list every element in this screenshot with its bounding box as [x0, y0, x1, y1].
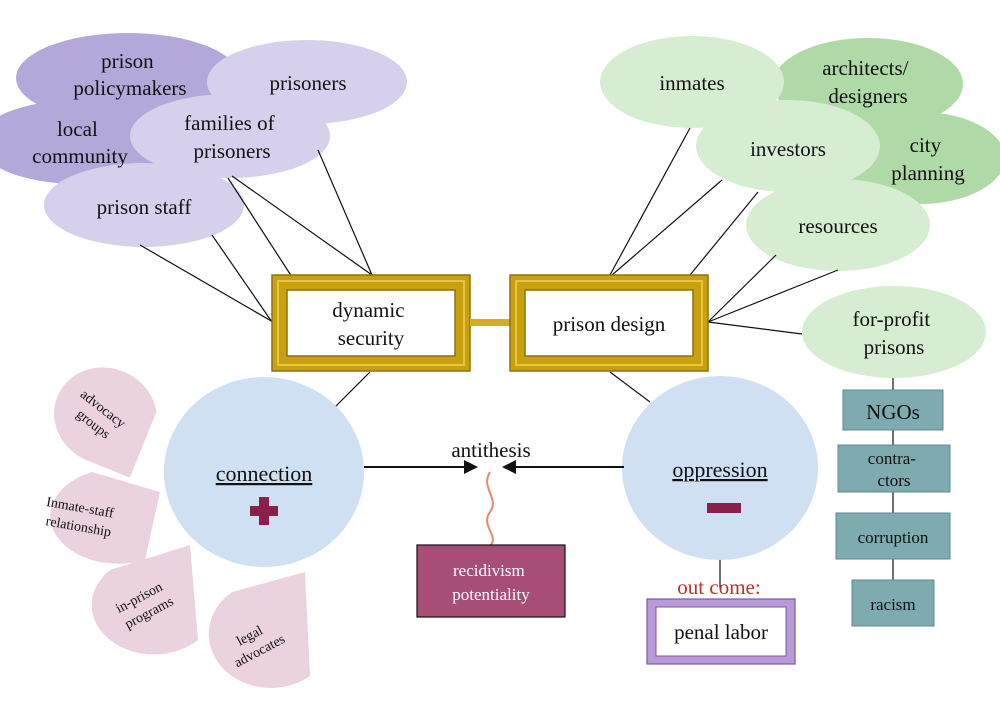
connection-circle: [164, 377, 364, 567]
architects-label: architects/ designers: [822, 56, 914, 108]
city-planning-label: city planning: [891, 133, 965, 185]
recidivism-box: [416, 544, 566, 618]
policymakers-line-1: prison: [101, 49, 154, 73]
connector-families-dynamic-a: [227, 177, 293, 278]
contractors-line-1: contra-: [868, 449, 916, 468]
racism-label: racism: [870, 595, 915, 614]
prison-design-box: prison design: [509, 274, 709, 372]
for-profit-label: for-profit prisons: [853, 307, 936, 359]
petals: [50, 367, 310, 688]
connector-inmates-design: [609, 127, 691, 276]
penal-labor-label: penal labor: [674, 620, 768, 644]
stakeholder-connectors: [139, 127, 839, 335]
connector-investors-design: [611, 179, 723, 276]
connector-staff-dynamic: [139, 244, 274, 323]
prison-staff-label: prison staff: [97, 195, 192, 219]
families-bubble: [130, 94, 330, 178]
prison-design-label: prison design: [553, 312, 666, 336]
for-profit-line-1: for-profit: [853, 307, 931, 331]
local-community-bubble: [0, 100, 178, 184]
investors-bubble: [696, 100, 880, 192]
dynamic-security-line-1: dynamic: [332, 298, 404, 322]
local-community-line-2: community: [32, 144, 128, 168]
corruption-box: [835, 512, 951, 560]
petal-advocacy: [54, 367, 157, 478]
connector-staff2-dynamic: [211, 234, 273, 323]
connector-design-oppression: [609, 371, 651, 403]
dynamic-security-line-2: security: [338, 326, 405, 350]
architects-line-1: architects/: [822, 56, 908, 80]
oppression-label: oppression: [672, 457, 767, 482]
for-profit-line-2: prisons: [864, 335, 925, 359]
connection-label: connection: [216, 461, 313, 486]
investors-label: investors: [750, 137, 826, 161]
connector-prisoners-dynamic: [317, 149, 373, 276]
petal-programs: [91, 545, 198, 655]
ngos-box: [842, 389, 944, 431]
contractors-line-2: ctors: [877, 471, 910, 490]
city-planning-line-1: city: [910, 133, 942, 157]
connector-dynamic-connection: [333, 371, 371, 409]
architects-line-2: designers: [828, 84, 907, 108]
antithesis-arrows: [364, 460, 624, 474]
recidivism-line-1: recidivism: [453, 561, 525, 580]
petal-legal: [208, 572, 310, 688]
resources-label: resources: [798, 214, 877, 238]
dynamic-security-label: dynamic security: [332, 298, 410, 350]
inmates-label: inmates: [659, 71, 724, 95]
local-community-label: local community: [32, 117, 128, 168]
outcome-label: out come:: [677, 575, 760, 599]
recidivism-label: recidivism potentiality: [452, 561, 530, 604]
connector-families-dynamic-b: [231, 175, 373, 276]
minus-icon: [707, 503, 741, 513]
connector-investors2-design: [689, 191, 759, 276]
prison-staff-bubble: [44, 163, 244, 247]
prisoners-label: prisoners: [270, 71, 347, 95]
connector-resources-design: [707, 254, 777, 323]
penal-labor-box: penal labor: [646, 598, 796, 665]
families-line-2: prisoners: [194, 139, 271, 163]
policymakers-label: prison policymakers: [73, 49, 186, 100]
local-community-line-1: local: [57, 117, 98, 141]
for-profit-bubble: [802, 286, 986, 378]
racism-box: [851, 579, 935, 627]
connector-forprofit-design: [707, 321, 803, 335]
families-label: families of prisoners: [184, 111, 280, 163]
left-stakeholders: prison policymakers local community pris…: [0, 33, 407, 247]
corruption-label: corruption: [858, 528, 929, 547]
contractors-label: contra- ctors: [868, 449, 920, 490]
families-line-1: families of: [184, 111, 274, 135]
city-planning-line-2: planning: [891, 161, 965, 185]
contractors-box: [837, 444, 951, 493]
plus-icon: [250, 497, 278, 525]
box-link-bar: [470, 319, 512, 326]
petal-inmate-staff: [50, 472, 161, 564]
ngos-label: NGOs: [866, 400, 920, 424]
policymakers-line-2: policymakers: [73, 76, 186, 100]
inmates-bubble: [600, 36, 784, 128]
connector-resources2-design: [707, 269, 839, 323]
squiggle-line: [486, 471, 494, 547]
antithesis-label: antithesis: [451, 438, 530, 462]
recidivism-line-2: potentiality: [452, 585, 530, 604]
oppression-circle: [622, 376, 818, 560]
resources-bubble: [746, 179, 930, 271]
dynamic-security-box: dynamic security: [271, 274, 471, 372]
right-stakeholders: architects/ designers city planning inma…: [600, 36, 1000, 378]
